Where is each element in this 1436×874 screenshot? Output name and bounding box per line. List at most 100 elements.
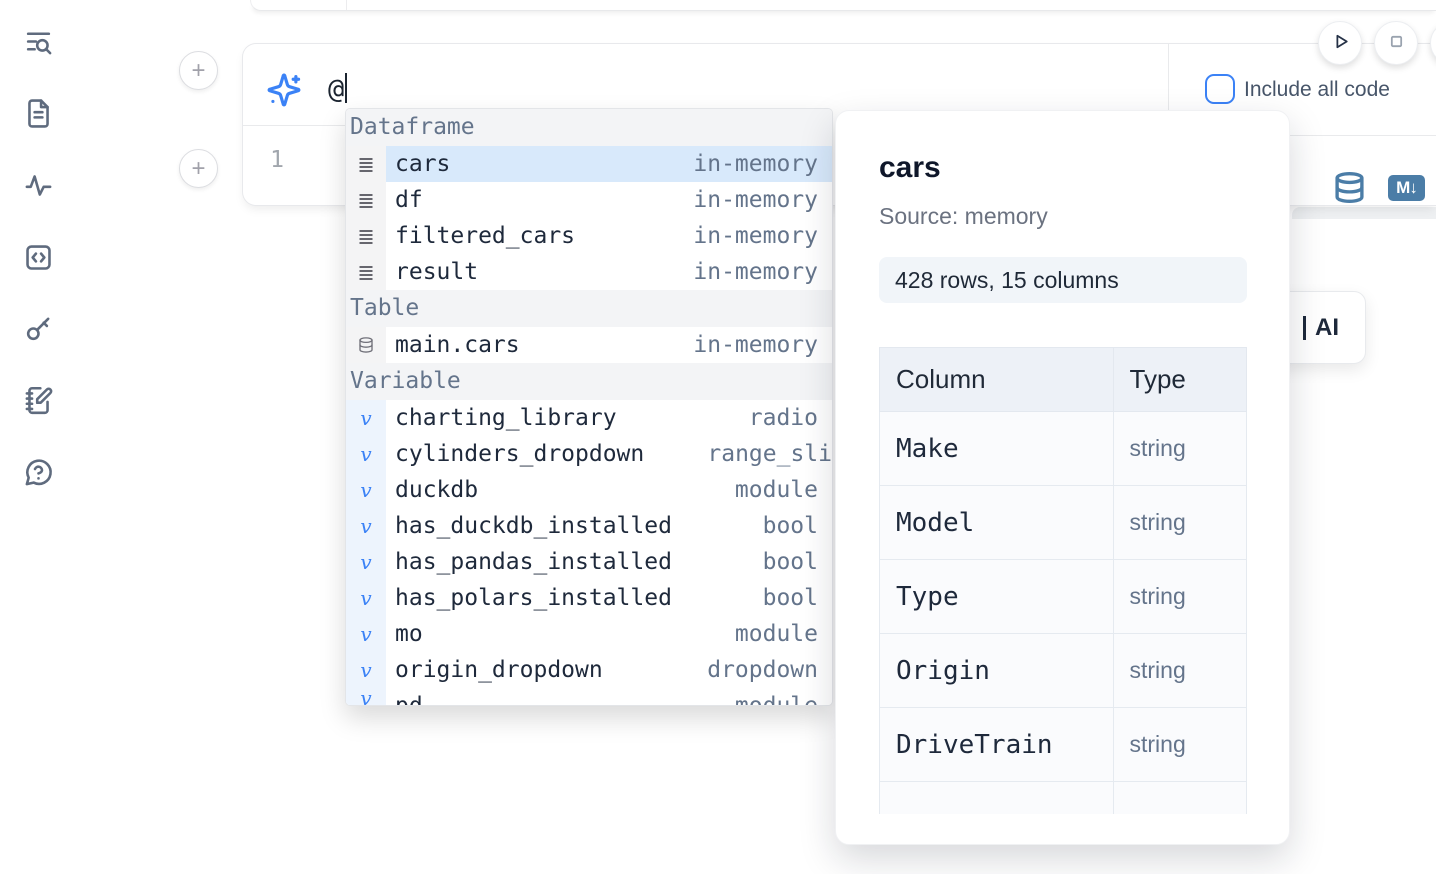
variable-icon: v: [360, 688, 372, 706]
autocomplete-item-icon-cell: v: [346, 400, 386, 436]
schema-header-cell: Column: [879, 347, 1114, 412]
markdown-icon[interactable]: M↓: [1388, 175, 1425, 201]
line-number: 1: [270, 147, 284, 173]
autocomplete-item-icon-cell: [346, 146, 386, 182]
dataframe-detail-popup: cars Source: memory 428 rows, 15 columns…: [835, 110, 1290, 845]
ai-prompt-input[interactable]: @: [328, 70, 348, 110]
schema-column-name: Make: [879, 411, 1114, 486]
autocomplete-item-name: has_pandas_installed: [395, 549, 672, 575]
text-cursor: [345, 73, 348, 103]
file-icon[interactable]: [20, 95, 56, 131]
autocomplete-item-type: in-memory: [693, 187, 818, 213]
play-icon: [1328, 29, 1353, 57]
left-sidebar: [0, 0, 74, 874]
autocomplete-item-type: range_sli: [707, 441, 832, 467]
autocomplete-item-type: bool: [762, 585, 818, 611]
autocomplete-item-icon-cell: [346, 218, 386, 254]
autocomplete-item-type: in-memory: [693, 223, 818, 249]
stop-icon: [1384, 29, 1409, 57]
popup-source: Source: memory: [879, 203, 1048, 229]
outline-search-icon[interactable]: [20, 23, 56, 59]
autocomplete-item-icon-cell: v: [346, 580, 386, 616]
autocomplete-item-icon-cell: [346, 327, 386, 363]
help-chat-icon[interactable]: [20, 454, 56, 490]
autocomplete-item-icon-cell: v: [346, 472, 386, 508]
schema-column-name: DriveTrain: [879, 707, 1114, 782]
autocomplete-item-type: module: [734, 621, 818, 647]
run-cell-button[interactable]: [1318, 21, 1362, 65]
autocomplete-item-name: has_duckdb_installed: [395, 513, 672, 539]
autocomplete-item-type: in-memory: [693, 151, 818, 177]
table-icon: [359, 337, 373, 353]
key-icon[interactable]: [20, 310, 56, 346]
autocomplete-item-has_polars_installed[interactable]: v has_polars_installed bool: [346, 580, 832, 616]
include-all-code-checkbox[interactable]: [1205, 74, 1235, 104]
add-cell-button-top[interactable]: +: [179, 51, 218, 90]
database-icon[interactable]: [1332, 170, 1367, 205]
schema-column-type: string: [1112, 707, 1247, 782]
autocomplete-item-name: result: [395, 259, 479, 285]
autocomplete-section-header: Variable: [346, 363, 832, 400]
autocomplete-item-main: has_polars_installed bool: [386, 580, 832, 616]
add-cell-button-bottom[interactable]: +: [179, 149, 218, 188]
autocomplete-item-type: dropdown: [707, 657, 818, 683]
dataframe-icon: [359, 230, 373, 244]
include-all-code-label: Include all code: [1244, 78, 1390, 101]
schema-column-name: Model: [879, 485, 1114, 560]
variable-icon: v: [360, 406, 372, 430]
previous-cell-gutter-divider: [346, 0, 347, 10]
code-snippets-icon[interactable]: [20, 239, 56, 275]
autocomplete-item-name: duckdb: [395, 477, 479, 503]
clipped-letter-fragment: [1303, 315, 1306, 340]
schema-header-cell: Type: [1112, 347, 1247, 412]
autocomplete-item-name: pd: [395, 693, 423, 706]
activity-icon[interactable]: [20, 167, 56, 203]
variable-icon: v: [360, 586, 372, 610]
autocomplete-item-icon-cell: v: [346, 652, 386, 688]
autocomplete-item-icon-cell: [346, 182, 386, 218]
schema-column-type: string: [1112, 485, 1247, 560]
scratchpad-icon[interactable]: [20, 382, 56, 418]
autocomplete-item-type: radio: [748, 405, 818, 431]
dataframe-icon: [359, 266, 373, 280]
dataframe-icon: [359, 158, 373, 172]
ai-sparkles-icon: [265, 71, 303, 109]
autocomplete-item-icon-cell: [346, 254, 386, 290]
variable-icon: v: [360, 658, 372, 682]
popup-summary: 428 rows, 15 columns: [879, 257, 1247, 303]
autocomplete-item-name: has_polars_installed: [395, 585, 672, 611]
stop-button[interactable]: [1374, 21, 1418, 65]
previous-cell-edge: [250, 0, 1436, 11]
schema-column-type: [1112, 781, 1247, 814]
dataframe-icon: [359, 194, 373, 208]
autocomplete-item-type: bool: [762, 549, 818, 575]
popup-title: cars: [879, 151, 941, 184]
